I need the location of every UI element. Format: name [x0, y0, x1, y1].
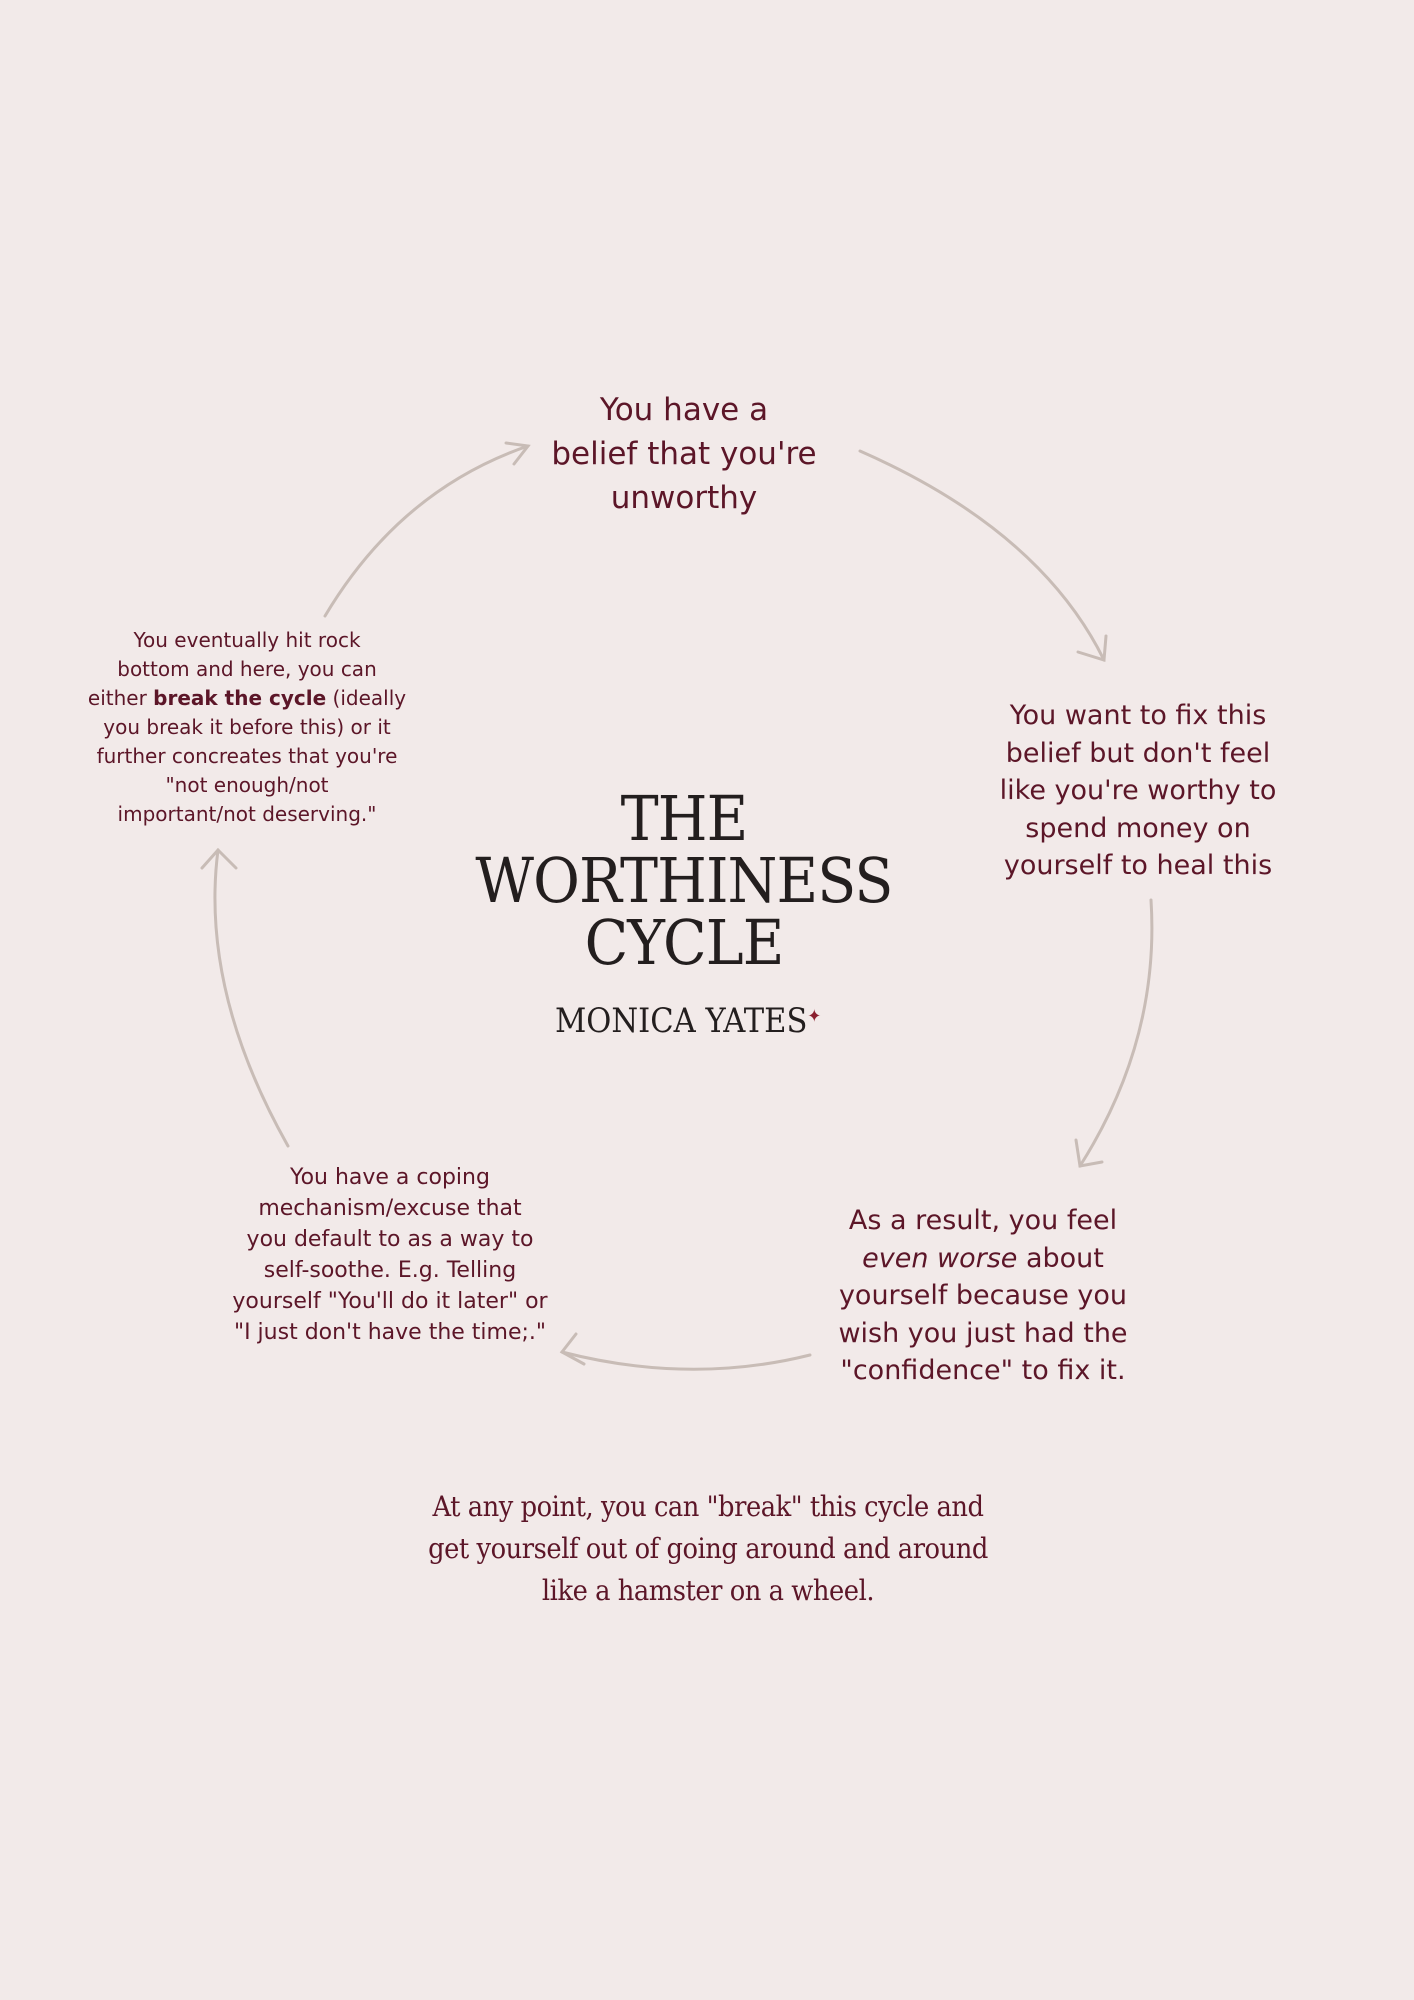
title-line: CYCLE [584, 906, 785, 979]
text-line: "I just don't have the time;." [233, 1320, 547, 1345]
text-span: (ideally [326, 686, 407, 710]
text-line: You eventually hit rock [133, 628, 361, 652]
arrow-3 [1078, 898, 1154, 1168]
text-line: yourself "You'll do it later" or [232, 1289, 548, 1314]
arrowhead-1 [504, 441, 531, 466]
text-line: belief that you're [551, 436, 817, 472]
step-5-text: You eventually hit rock bottom and here,… [88, 626, 406, 829]
text-line: you break it before this) or it [103, 715, 391, 739]
author-name: MONICA YATES [554, 1001, 808, 1041]
step-1-text: You have a belief that you're unworthy [551, 388, 816, 520]
arrowhead-2 [1076, 634, 1108, 662]
text-line: mechanism/excuse that [258, 1196, 522, 1221]
arrow-1 [323, 444, 530, 618]
author-logo: MONICA YATES✦ [555, 1000, 821, 1042]
text-line: "not enough/not [165, 773, 329, 797]
text-line: You want to fix this [1009, 700, 1267, 731]
text-line: further concreates that you're [96, 744, 398, 768]
text-line: wish you just had the [838, 1317, 1128, 1349]
text-line: like you're worthy to [999, 775, 1277, 806]
arrowhead-3 [1074, 1138, 1104, 1168]
text-line: bottom and here, you can [117, 657, 377, 681]
title-line: THE [620, 782, 749, 855]
step-3-text: As a result, you feel even worse about y… [838, 1202, 1127, 1390]
step-4-text: You have a coping mechanism/excuse that … [232, 1162, 547, 1348]
text-line: As a result, you feel [848, 1205, 1118, 1236]
text-line: "confidence" to fix it. [840, 1355, 1126, 1386]
text-line: you default to as a way to [246, 1227, 534, 1252]
arrow-5 [213, 848, 290, 1148]
star-icon: ✦ [807, 1006, 822, 1027]
arrowhead-4 [559, 1332, 586, 1366]
text-line: You have a coping [290, 1165, 490, 1190]
text-line: important/not deserving." [117, 802, 377, 826]
text-line: yourself because you [838, 1280, 1128, 1311]
text-span: either [87, 686, 154, 710]
arrowhead-5 [200, 847, 238, 870]
text-line: spend money on [1025, 812, 1251, 844]
emphasis-text: even worse [862, 1242, 1018, 1274]
page-title: THE WORTHINESS CYCLE [475, 782, 893, 979]
text-line: You have a [599, 392, 769, 428]
text-line: belief but don't feel [1005, 737, 1271, 769]
text-line: At any point, you can "break" this cycle… [432, 1490, 984, 1523]
arrow-4 [560, 1350, 812, 1371]
text-line: unworthy [610, 480, 758, 516]
text-line: yourself to heal this [1003, 850, 1273, 881]
text-line: like a hamster on a wheel. [541, 1574, 875, 1607]
text-line: either break the cycle (ideally [88, 684, 406, 713]
footer-text: At any point, you can "break" this cycle… [428, 1486, 988, 1612]
text-line: even worse about [838, 1240, 1127, 1278]
text-line: self-soothe. E.g. Telling [263, 1258, 517, 1283]
title-line: WORTHINESS [475, 844, 893, 917]
step-2-text: You want to fix this belief but don't fe… [1000, 697, 1277, 885]
text-span: about [1017, 1242, 1104, 1274]
bold-text: break the cycle [153, 686, 327, 710]
arrow-2 [858, 449, 1106, 662]
text-line: get yourself out of going around and aro… [428, 1532, 988, 1565]
